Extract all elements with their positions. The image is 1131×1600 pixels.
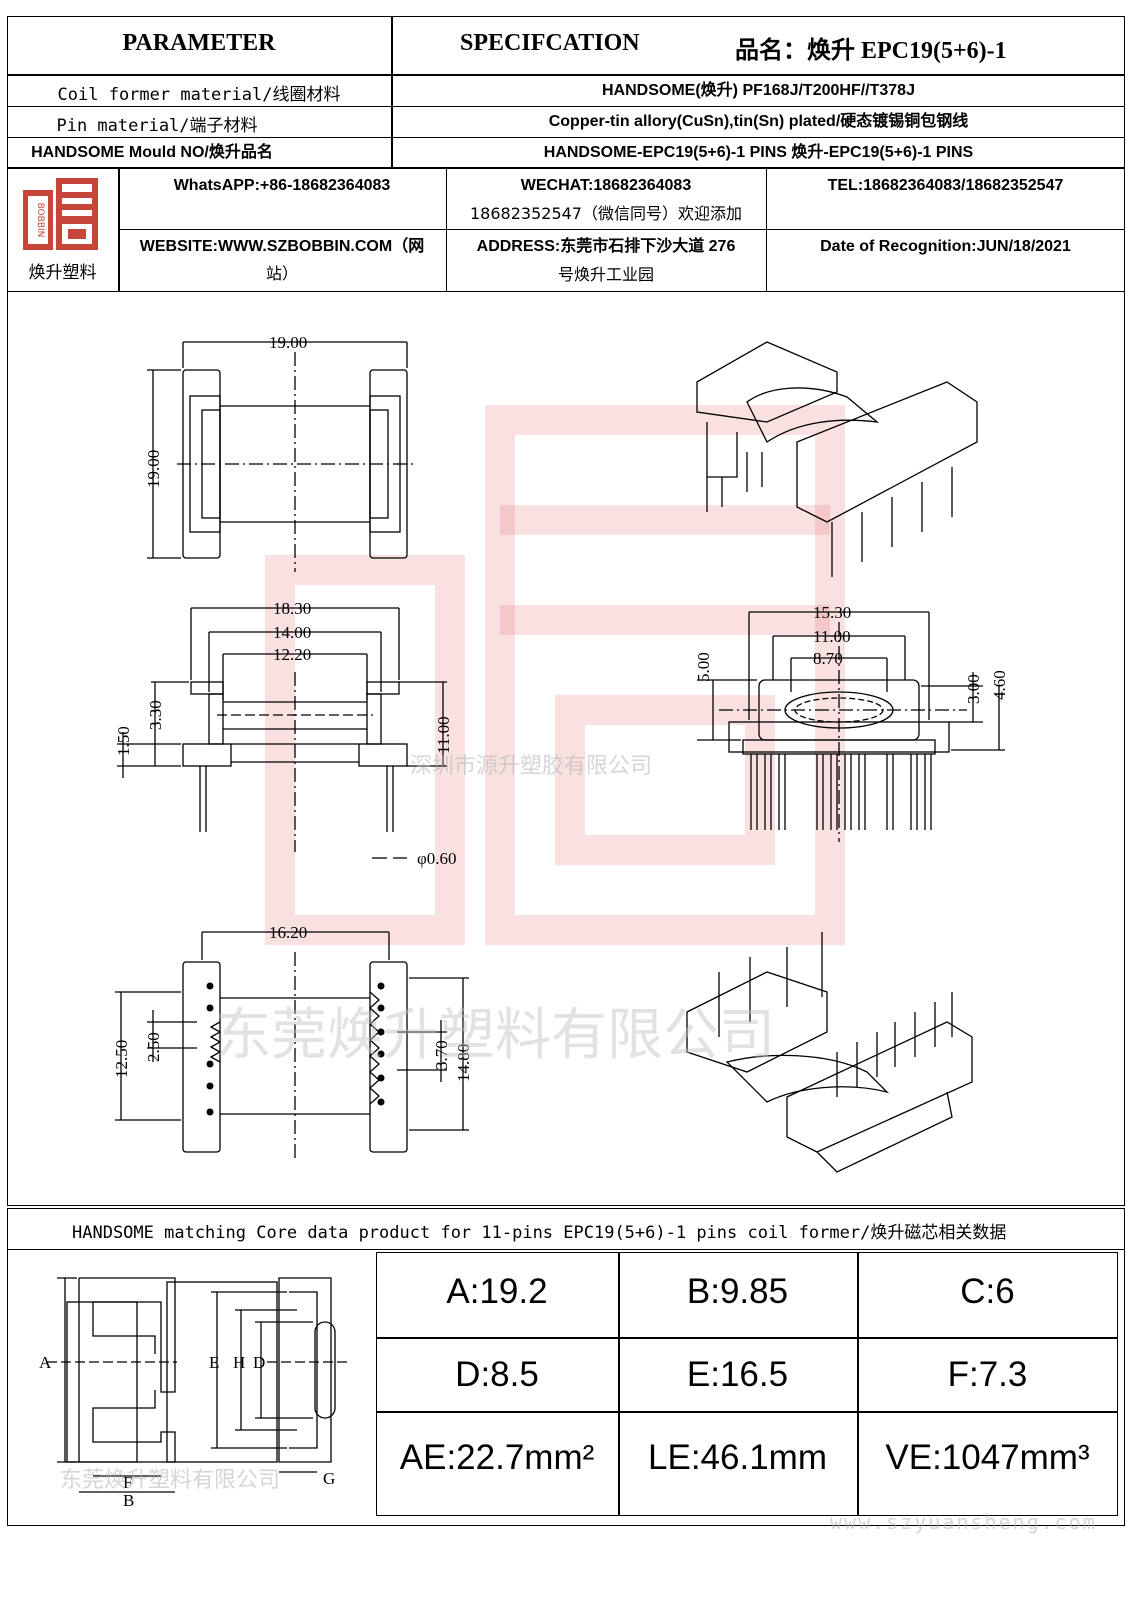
dim-150: 1.50 (114, 726, 133, 756)
isometric-bottom (686, 932, 973, 1173)
dim-330: 3.30 (146, 700, 165, 730)
value-le: LE:46.1mm (648, 1438, 827, 1477)
dim-top-width: 19.00 (269, 333, 307, 352)
value-b: B:9.85 (686, 1272, 789, 1311)
wechat-line2: 18682352547（微信同号）欢迎添加 (470, 204, 742, 223)
dim-1830: 18.30 (273, 599, 311, 618)
recognition-date: Date of Recognition:JUN/18/2021 (820, 238, 1071, 255)
values-hline-2 (376, 1411, 1118, 1413)
dim-300: 3.00 (964, 674, 983, 704)
core-label-a: A (39, 1353, 52, 1372)
background-logo-watermark (265, 405, 845, 945)
table-hline-4 (7, 167, 1125, 169)
value-ae: AE:22.7mm² (399, 1438, 595, 1477)
core-label-f: F (123, 1473, 132, 1492)
contact-vline-logo (118, 168, 120, 292)
dim-1250: 12.50 (112, 1040, 131, 1078)
address-line1: ADDRESS:东莞市石排下沙大道 276 (476, 238, 736, 255)
dim-top-height: 19.00 (144, 450, 163, 488)
value-c: C:6 (960, 1272, 1015, 1311)
dim-1480: 14.80 (454, 1044, 473, 1082)
wechat-line1: WECHAT:18682364083 (520, 177, 692, 194)
core-section (7, 1250, 1125, 1526)
dim-250: 2.50 (144, 1032, 163, 1062)
watermark-shenzhen: 深圳市源升塑胶有限公司 (410, 754, 653, 779)
dim-500: 5.00 (694, 652, 713, 682)
dim-1620: 16.20 (269, 923, 307, 942)
core-data-title: HANDSOME matching Core data product for … (7, 1208, 1125, 1250)
values-hline-1 (376, 1337, 1118, 1339)
contact-hline (118, 229, 1125, 230)
core-values-table (376, 1252, 1118, 1516)
core-drawing: A E H D F B G (39, 1277, 347, 1510)
spec-table (7, 16, 1125, 292)
values-vline-2 (857, 1252, 859, 1516)
specification-heading: SPECIFCATION (460, 30, 640, 56)
table-hline-1 (7, 74, 1125, 76)
parameter-heading: PARAMETER (122, 30, 276, 56)
value-e: E:16.5 (686, 1355, 789, 1394)
core-label-g: G (323, 1469, 335, 1488)
dim-370: 3.70 (432, 1040, 451, 1070)
values-vline-1 (618, 1252, 620, 1516)
website-watermark: www.szyuansheng.com (830, 1510, 1097, 1534)
value-a: A:19.2 (446, 1272, 548, 1311)
watermark-dongguan: 东莞焕升塑料有限公司 (215, 1003, 775, 1068)
logo-bobbin-text: BOBBIN (35, 203, 45, 238)
table-hline-3 (7, 137, 1125, 138)
coil-material-label: Coil former material/线圈材料 (57, 85, 341, 105)
contact-vline-3 (766, 168, 767, 292)
table-hline-2 (7, 106, 1125, 107)
value-d: D:8.5 (455, 1355, 539, 1394)
dim-1400: 14.00 (273, 623, 311, 642)
website-line1: WEBSITE:WWW.SZBOBBIN.COM（网 (139, 238, 425, 255)
dim-1530: 15.30 (813, 603, 851, 622)
core-label-b: B (123, 1491, 134, 1510)
technical-drawing: 19.00 19.00 18.30 14.00 12.20 3.30 1.50 … (112, 333, 1009, 1173)
side-view (697, 611, 1005, 842)
core-label-e: E (209, 1353, 219, 1372)
product-name: 品名：焕升 EPC19(5+6)-1 (735, 38, 1007, 64)
tel-text: TEL:18682364083/18682352547 (827, 177, 1064, 194)
website-line2: 站） (265, 266, 298, 283)
dim-1100: 11.00 (434, 716, 453, 754)
dim-1100b: 11.00 (813, 627, 851, 646)
mould-no-value: HANDSOME-EPC19(5+6)-1 PINS 焕升-EPC19(5+6)… (543, 144, 974, 161)
core-label-h: H (233, 1353, 245, 1372)
dim-870: 8.70 (813, 649, 843, 668)
coil-material-value: HANDSOME(焕升) PF168J/T200HF//T378J (602, 82, 915, 99)
drawing-frame (7, 292, 1125, 1206)
front-view (117, 607, 447, 859)
core-watermark: 东莞焕升塑料有限公司 (60, 1468, 281, 1493)
top-view (147, 341, 417, 572)
pin-material-value: Copper-tin allory(CuSn),tin(Sn) plated/硬… (548, 113, 969, 130)
dim-1220: 12.20 (273, 645, 311, 664)
table-vline-main (391, 16, 393, 168)
core-label-d: D (253, 1353, 265, 1372)
pin-material-label: Pin material/端子材料 (56, 116, 258, 136)
value-ve: VE:1047mm³ (885, 1438, 1090, 1477)
address-line2: 号焕升工业园 (557, 265, 654, 284)
bottom-view (115, 931, 469, 1162)
value-f: F:7.3 (947, 1355, 1028, 1394)
logo-caption: 焕升塑料 (28, 263, 97, 283)
company-logo-icon: BOBBIN (23, 178, 98, 250)
isometric-top (696, 341, 978, 577)
dim-phi060: φ0.60 (417, 849, 457, 868)
whatsapp-text: WhatsAPP:+86-18682364083 (173, 177, 391, 194)
dim-460: 4.60 (990, 670, 1009, 700)
mould-no-label: HANDSOME Mould NO/焕升品名 (31, 144, 273, 161)
contact-vline-2 (446, 168, 447, 292)
